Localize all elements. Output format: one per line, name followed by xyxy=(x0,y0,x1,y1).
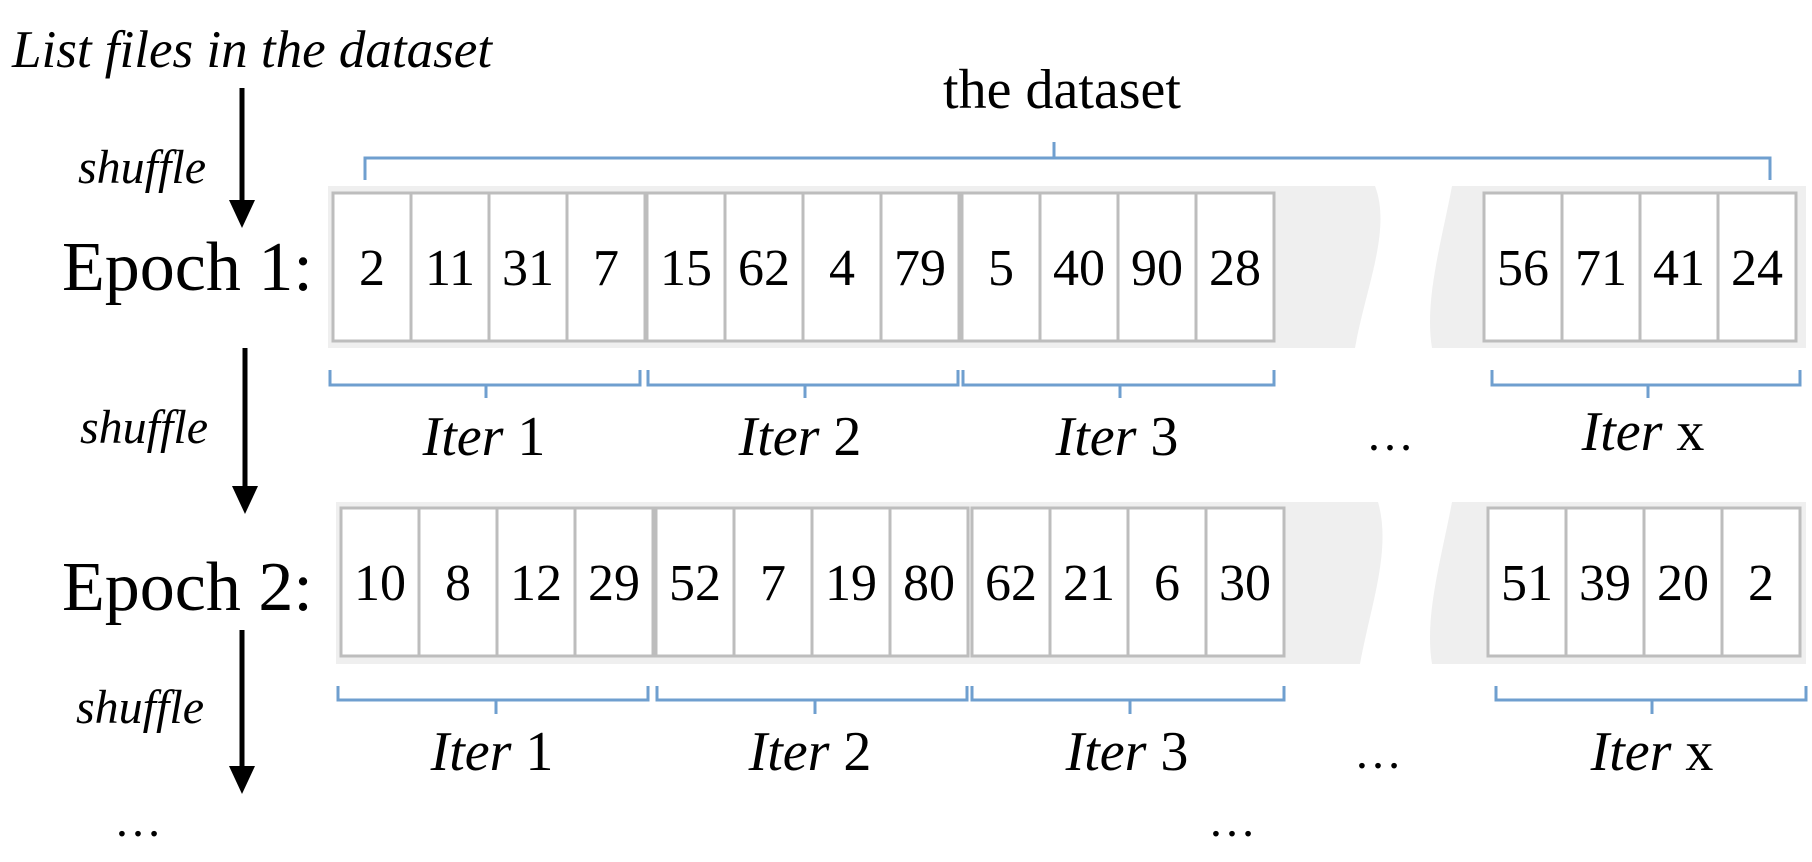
shuffle-arrow-3 xyxy=(229,630,255,794)
more-epochs-ellipsis: … xyxy=(114,794,162,847)
epoch-1-iter-3-brace xyxy=(961,370,1276,398)
epoch-2-iter-1-label: Iter 1 xyxy=(430,721,554,783)
epoch-2-iter-3-label: Iter 3 xyxy=(1065,721,1189,783)
file-cell xyxy=(1638,191,1720,343)
epoch-2-iter-2-brace xyxy=(655,686,969,714)
file-cell xyxy=(1560,191,1642,343)
file-id: 28 xyxy=(1209,240,1261,297)
file-id: 21 xyxy=(1063,555,1115,612)
epoch-2-iter-x-brace xyxy=(1494,686,1808,714)
file-id: 7 xyxy=(593,240,619,297)
epoch-2-ellipsis: … xyxy=(1354,726,1402,779)
file-cell xyxy=(1048,506,1130,658)
file-id: 20 xyxy=(1657,555,1709,612)
file-id: 8 xyxy=(445,555,471,612)
file-id: 71 xyxy=(1575,240,1627,297)
file-cell xyxy=(970,506,1052,658)
epoch-2-iter-1-brace xyxy=(336,686,650,714)
shuffle-arrow-2 xyxy=(232,348,258,514)
file-id: 80 xyxy=(903,555,955,612)
shuffle-label-3: shuffle xyxy=(76,681,204,734)
file-id: 30 xyxy=(1219,555,1271,612)
file-id: 10 xyxy=(354,555,406,612)
file-id: 51 xyxy=(1501,555,1553,612)
epoch-1-iter-2-label: Iter 2 xyxy=(738,406,862,468)
file-cell xyxy=(801,191,883,343)
epoch-1-iter-1-brace xyxy=(328,370,642,398)
file-id: 6 xyxy=(1154,555,1180,612)
file-id: 11 xyxy=(425,240,475,297)
epoch-1-file-list: 2 11 31 7 15 62 4 79 5 40 90 28 56 71 41 24 xyxy=(331,191,1798,343)
epoch-1-label: Epoch 1: xyxy=(62,229,313,306)
file-cell xyxy=(565,191,647,343)
dataset-brace xyxy=(363,142,1772,180)
epoch-2-iter-2-label: Iter 2 xyxy=(748,721,872,783)
dataset-label: the dataset xyxy=(943,59,1181,121)
epoch-2-file-list: 10 8 12 29 52 7 19 80 62 21 6 30 51 39 20 2 xyxy=(339,506,1802,658)
file-cell xyxy=(417,506,499,658)
file-cell xyxy=(1716,191,1798,343)
file-cell xyxy=(732,506,814,658)
file-id: 41 xyxy=(1653,240,1705,297)
file-id: 79 xyxy=(894,240,946,297)
file-cell xyxy=(1038,191,1120,343)
file-cell xyxy=(495,506,577,658)
epoch-2-label: Epoch 2: xyxy=(62,549,313,626)
shuffle-label-1: shuffle xyxy=(78,141,206,194)
file-id: 29 xyxy=(588,555,640,612)
file-id: 62 xyxy=(738,240,790,297)
epoch-1-iter-x-label: Iter x xyxy=(1581,401,1705,463)
file-id: 15 xyxy=(660,240,712,297)
shuffle-label-2: shuffle xyxy=(80,401,208,454)
file-id: 40 xyxy=(1053,240,1105,297)
epoch-1-iter-2-brace xyxy=(646,370,960,398)
file-cell xyxy=(645,191,727,343)
file-id: 4 xyxy=(829,240,855,297)
epoch-1-iter-x-brace xyxy=(1490,370,1802,398)
file-cell xyxy=(487,191,569,343)
file-cell xyxy=(888,506,970,658)
file-cell xyxy=(1116,191,1198,343)
file-id: 90 xyxy=(1131,240,1183,297)
file-cell xyxy=(409,191,491,343)
file-id: 2 xyxy=(359,240,385,297)
file-cell xyxy=(1204,506,1286,658)
file-id: 39 xyxy=(1579,555,1631,612)
epoch-1-iter-1-label: Iter 1 xyxy=(422,406,546,468)
file-cell xyxy=(1126,506,1208,658)
file-id: 12 xyxy=(510,555,562,612)
file-cell xyxy=(960,191,1042,343)
file-id: 62 xyxy=(985,555,1037,612)
file-id: 7 xyxy=(760,555,786,612)
file-cell xyxy=(573,506,655,658)
file-id: 19 xyxy=(825,555,877,612)
list-files-caption: List files in the dataset xyxy=(11,21,493,79)
shuffle-arrow-1 xyxy=(229,88,255,228)
file-id: 56 xyxy=(1497,240,1549,297)
epoch-2-iter-3-brace xyxy=(970,686,1286,714)
file-cell xyxy=(1194,191,1276,343)
file-cell xyxy=(1720,506,1802,658)
file-id: 2 xyxy=(1748,555,1774,612)
file-cell xyxy=(339,506,421,658)
file-id: 52 xyxy=(669,555,721,612)
file-id: 5 xyxy=(988,240,1014,297)
epoch-2-iter-x-label: Iter x xyxy=(1590,721,1714,783)
file-cell xyxy=(654,506,736,658)
file-cell xyxy=(1482,191,1564,343)
epoch-1-ellipsis: … xyxy=(1366,408,1414,461)
file-cell xyxy=(1564,506,1646,658)
file-cell xyxy=(879,191,961,343)
epoch-1-iter-3-label: Iter 3 xyxy=(1055,406,1179,468)
file-id: 24 xyxy=(1731,240,1783,297)
file-id: 31 xyxy=(502,240,554,297)
file-cell xyxy=(723,191,805,343)
more-files-ellipsis: … xyxy=(1208,794,1256,847)
